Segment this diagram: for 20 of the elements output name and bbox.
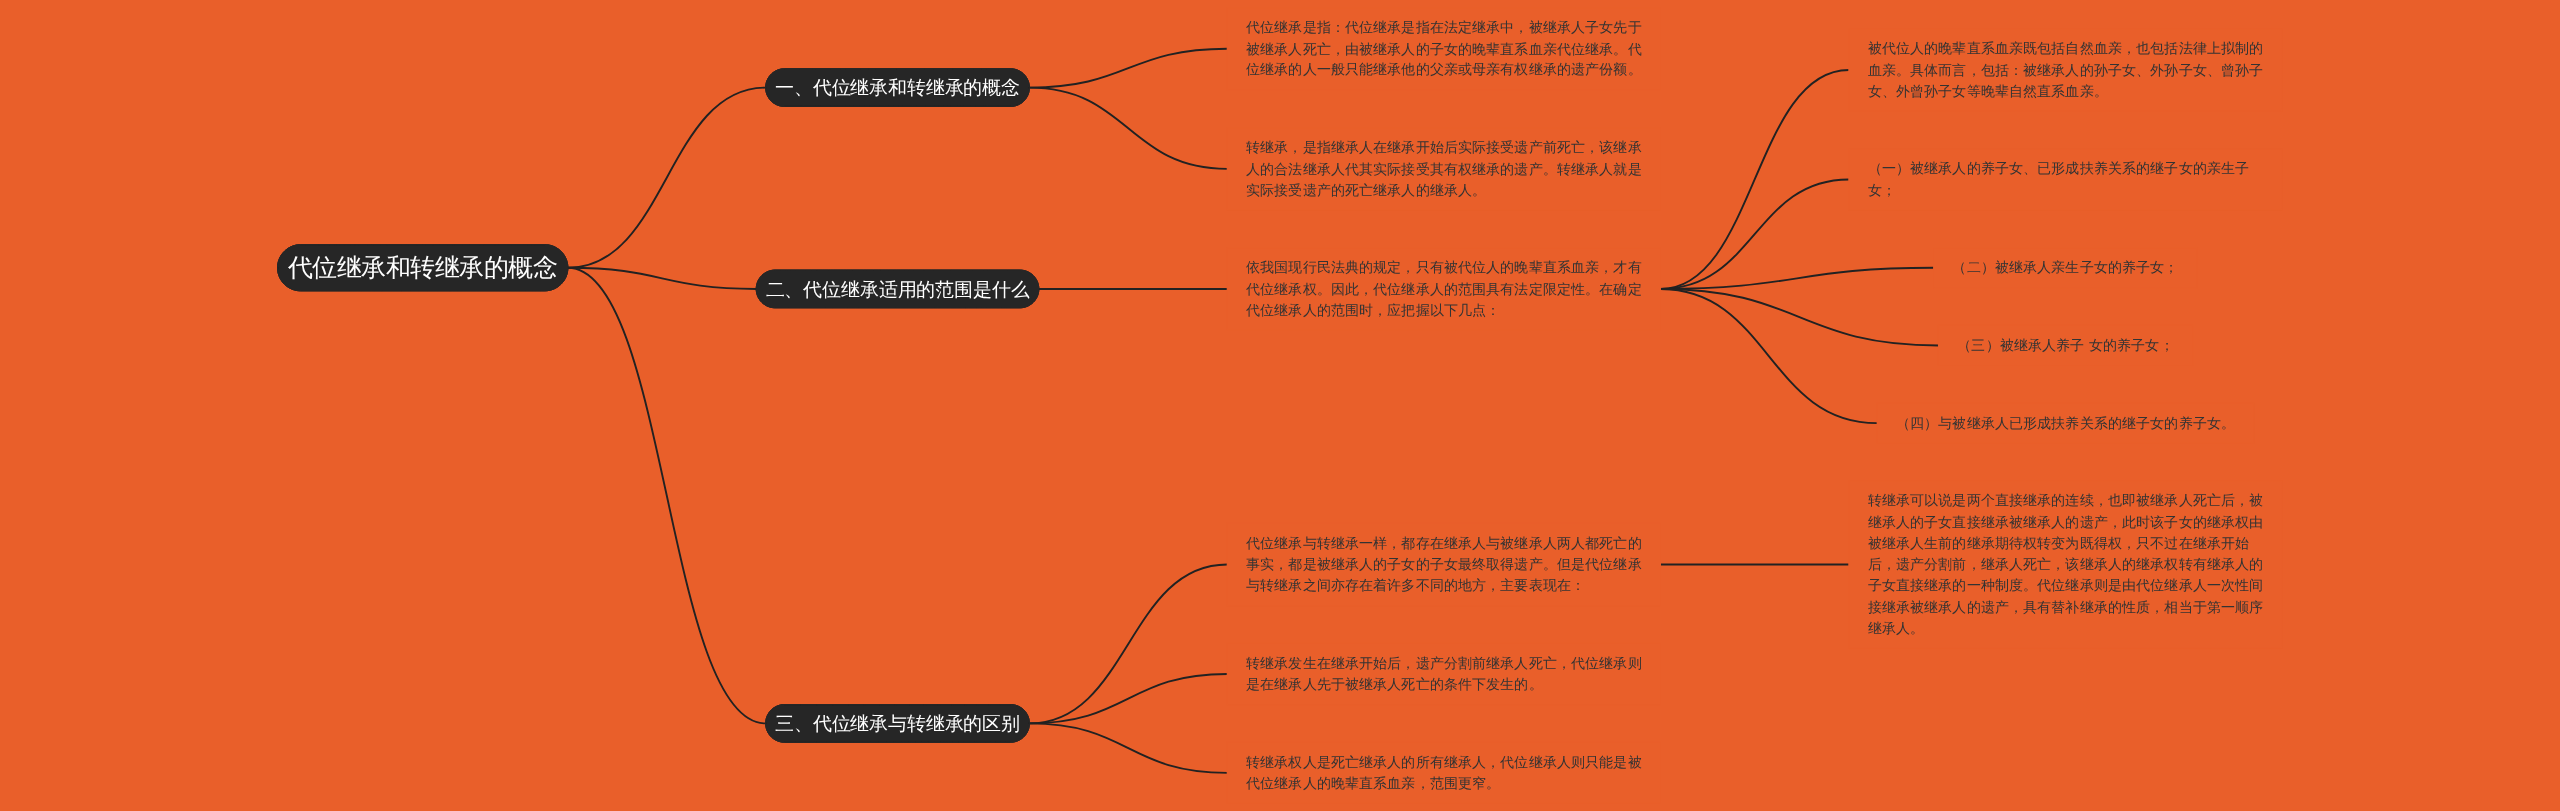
node-text: 被代位人的晚辈直系血亲既包括自然血亲，也包括法律上拟制的血亲。具体而言，包括：被继承人的孙子女、外孙子女、曾孙子女、外曾孙子女等晚辈自然直系血亲。: [1867, 40, 2264, 100]
connector: [1038, 288, 1229, 290]
connector: [1028, 673, 1229, 725]
connector: [1028, 722, 1229, 774]
node-text: （四）与被继承人已形成扶养关系的继子女的养子女。: [1896, 414, 2236, 432]
node-text: 代位继承与转继承一样，都存在继承人与被继承人两人都死亡的事实，都是被继承人的子女的子女最终取得遗产。但是代位继承与转继承之间亦存在着许多不同的地方，主要表现在：: [1246, 534, 1642, 594]
connector: [1659, 563, 1850, 566]
node-text: 转继承发生在继承开始后，遗产分割前继承人死亡，代位继承则是在继承人先于被继承人死亡的条件下发生的。: [1246, 654, 1642, 693]
node-text: 转继承权人是死亡继承人的所有继承人，代位继承人则只能是被代位继承人的晚辈直系血亲，范围更窄。: [1246, 753, 1642, 792]
connector: [1659, 288, 1879, 425]
connector: [1028, 86, 1229, 170]
connector: [1028, 563, 1229, 725]
node-text: （三）被继承人养子 女的养子女；: [1957, 336, 2174, 354]
node-text: （一）被继承人的养子女、已形成扶养关系的继子女的亲生子女；: [1867, 160, 2250, 199]
node-text: 依我国现行民法典的规定，只有被代位人的晚辈直系血亲，才有代位继承权。因此，代位继承人的范围具有法定限定性。在确定代位继承人的范围时，应把握以下几点：: [1246, 259, 1642, 319]
node-text: 转继承可以说是两个直接继承的连续，也即被继承人死亡后，被继承人的子女直接继承被继承人的遗产，此时该子女的继承权由被继承人生前的继承期待权转变为既得权，只不过在继承开始后，遗产分割前，继承人死亡，该继承人的继承权转有继承人的子女直接继承的一种制度。代位继承则是由代位继承人一次性间接继承被继承人的遗产，具有替补继承的性质，相当于第一顺序继承人。: [1867, 492, 2264, 637]
node-text: （二）被继承人亲生子女的养子女；: [1952, 259, 2179, 276]
connector: [567, 266, 767, 725]
node-text: 代位继承是指：代位继承是指在法定继承中，被继承人子女先于被继承人死亡，由被继承人的子女的晚辈直系血亲代位继承。代位继承的人一般只能继承他的父亲或母亲有权继承的遗产份额。: [1246, 18, 1642, 79]
node-text: 转继承，是指继承人在继承开始后实际接受遗产前死亡，该继承人的合法继承人代其实际接受其有权继承的遗产。转继承人就是实际接受遗产的死亡继承人的继承人。: [1246, 138, 1642, 199]
